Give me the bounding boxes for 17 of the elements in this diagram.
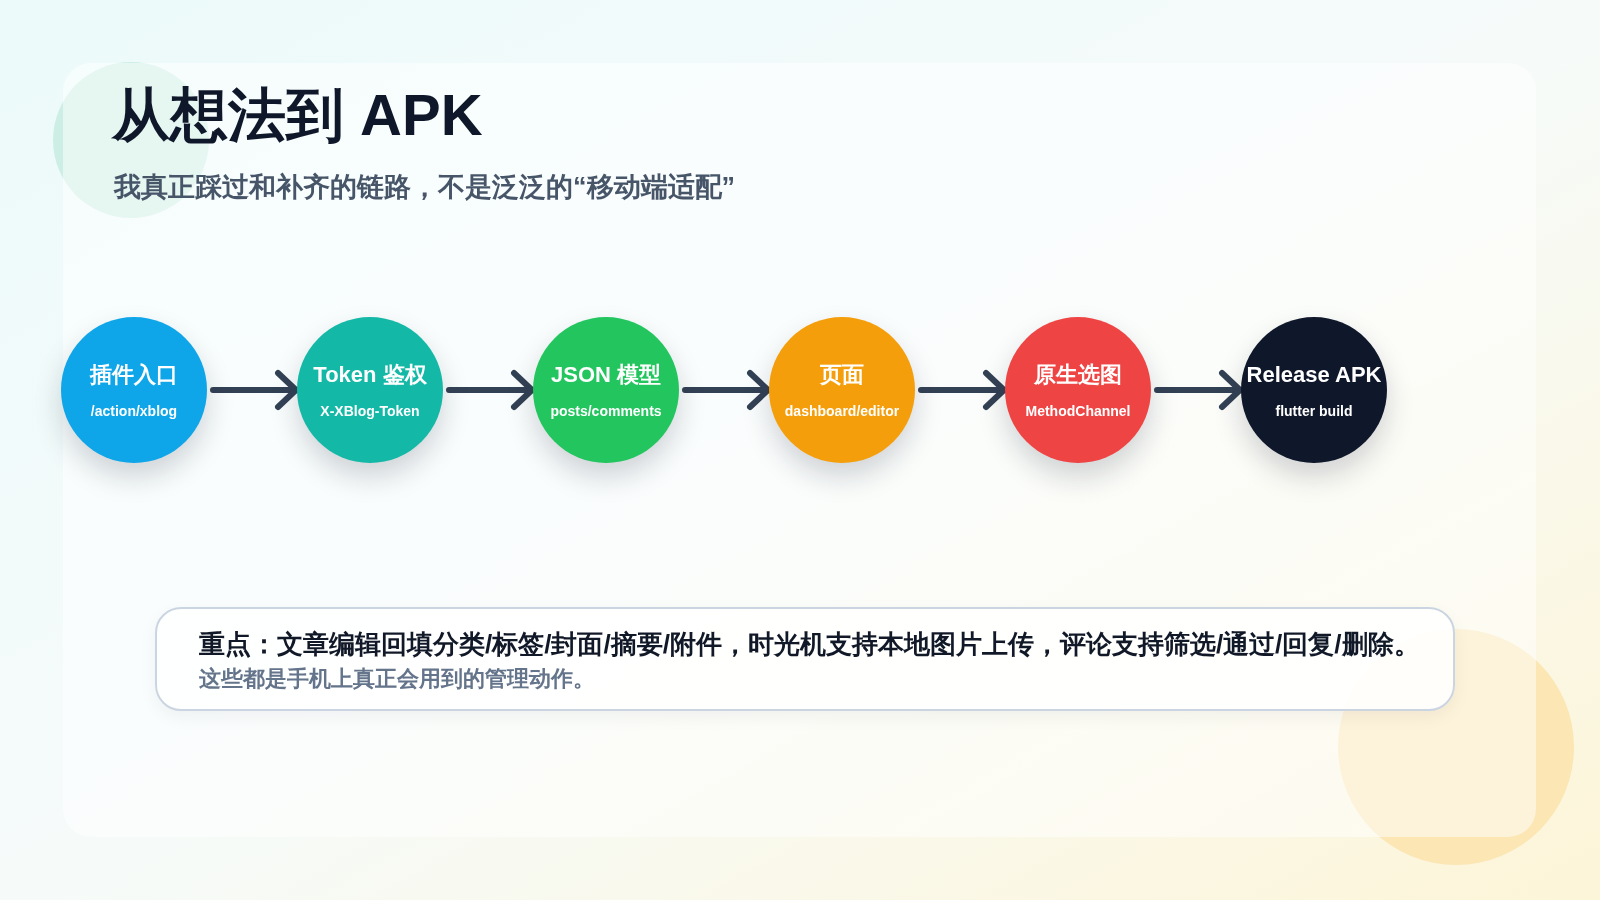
note-heading: 重点：文章编辑回填分类/标签/封面/摘要/附件，时光机支持本地图片上传，评论支持筛选/通过/回复/删除。 (199, 628, 1421, 661)
step-title: 原生选图 (1034, 364, 1122, 386)
step-title: 页面 (820, 364, 864, 386)
note-text: 这些都是手机上真正会用到的管理动作。 (199, 665, 596, 693)
title: 从想法到 APK (112, 81, 483, 149)
step-title: JSON 模型 (551, 364, 661, 386)
note-box (155, 607, 1455, 711)
step-title: 插件入口 (90, 364, 178, 386)
subtitle: 我真正踩过和补齐的链路，不是泛泛的“移动端适配” (114, 171, 735, 204)
step-title: Token 鉴权 (313, 364, 427, 386)
step-detail: /action/xblog (90, 404, 178, 418)
step-detail: dashboard/editor (784, 404, 900, 418)
step-detail: MethodChannel (1025, 404, 1131, 418)
step-title: Release APK (1246, 364, 1382, 386)
step-detail: X-XBlog-Token (320, 404, 420, 418)
step-detail: posts/comments (550, 404, 662, 418)
step-detail: flutter build (1275, 404, 1353, 418)
